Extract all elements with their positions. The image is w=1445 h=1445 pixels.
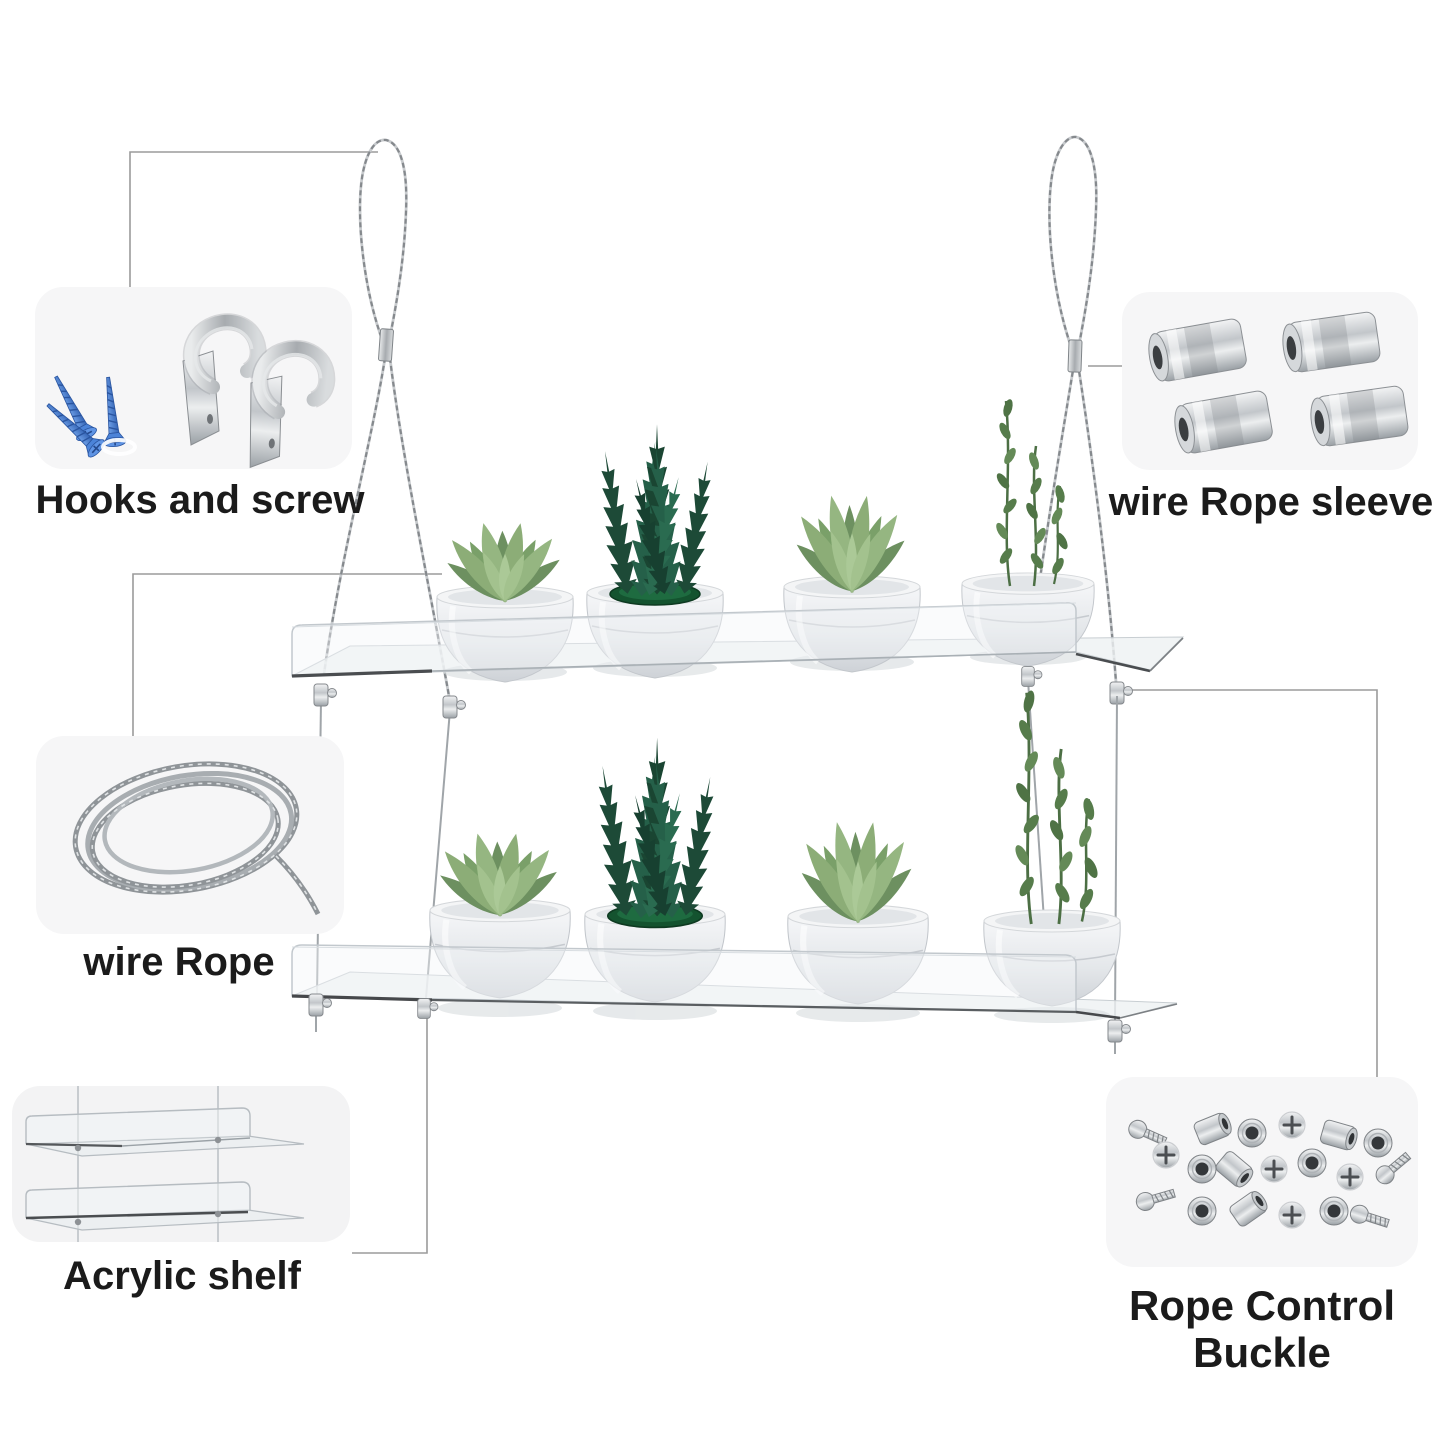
wire-rope-sleeve-on-loop — [1067, 339, 1083, 373]
wire-rope-sleeve-card — [1122, 292, 1418, 470]
rope-buckle-clamp — [1107, 1019, 1131, 1043]
rope-buckle-clamp — [1021, 666, 1043, 687]
rosemary-plant — [592, 424, 720, 605]
rope-buckle-clamp — [1109, 681, 1133, 705]
wire-rope-label: wire Rope — [83, 940, 275, 984]
rope-control-buckle-label: Rope Control Buckle — [1129, 1282, 1395, 1377]
callout-line-buckle — [1120, 689, 1378, 1078]
rope-control-buckles-icon — [1125, 1110, 1415, 1233]
wire-rope-card — [36, 736, 344, 934]
wire-rope-coil-icon — [72, 761, 321, 916]
callout-line-rope — [132, 573, 442, 738]
wire-rope-sleeve-label: wire Rope sleeve — [1108, 480, 1434, 524]
wire-rope-sleeves-icon — [1144, 310, 1410, 456]
hooks-and-screws-icon — [39, 287, 352, 469]
acrylic-shelf-icon — [25, 1086, 305, 1242]
callout-line-hooks — [129, 151, 378, 288]
trailing-succulent-plant — [994, 398, 1070, 586]
rope-control-buckle-card — [1106, 1077, 1418, 1267]
hooks-and-screw-card — [35, 287, 352, 469]
rope-buckle-clamp — [417, 998, 439, 1019]
suspension-wire — [1114, 695, 1118, 1023]
callout-line-shelf — [352, 1014, 428, 1254]
rosemary-plant — [589, 738, 723, 928]
wire-rope-sleeve-on-loop — [377, 328, 395, 362]
top-shelf — [291, 398, 1185, 719]
rope-buckle-clamp — [313, 683, 337, 707]
acrylic-shelf-card — [12, 1086, 350, 1242]
trailing-succulent-plant — [1013, 689, 1100, 924]
bottom-shelf — [291, 689, 1178, 1054]
rope-buckle-clamp — [442, 695, 466, 719]
hooks-and-screw-label: Hooks and screw — [35, 478, 365, 522]
acrylic-shelf-label: Acrylic shelf — [63, 1254, 301, 1298]
